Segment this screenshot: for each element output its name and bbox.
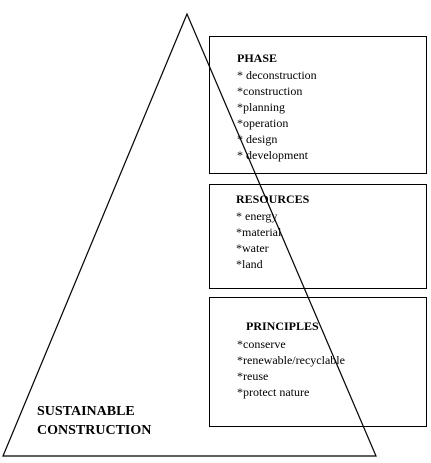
resources-box: RESOURCES * energy *material *water *lan… — [209, 184, 427, 289]
principles-item: *renewable/recyclable — [237, 353, 345, 367]
pyramid-label: SUSTAINABLE CONSTRUCTION — [37, 402, 151, 440]
resources-item: *material — [236, 225, 282, 239]
phase-title: PHASE — [237, 51, 278, 65]
pyramid-outline — [2, 12, 377, 457]
phase-item: * development — [237, 148, 308, 162]
pyramid-label-line1: SUSTAINABLE — [37, 404, 135, 419]
resources-title: RESOURCES — [236, 192, 310, 206]
principles-box: PRINCIPLES *conserve *renewable/recyclab… — [209, 297, 427, 427]
resources-item: * energy — [236, 209, 278, 223]
resources-item: *water — [236, 241, 269, 255]
phase-box: PHASE * deconstruction *construction *pl… — [209, 36, 427, 174]
pyramid-label-line2: CONSTRUCTION — [37, 423, 152, 438]
phase-item: *operation — [237, 116, 289, 130]
principles-item: *protect nature — [237, 385, 310, 399]
resources-item: *land — [236, 257, 263, 271]
phase-item: *construction — [237, 84, 303, 98]
phase-item: *planning — [237, 100, 285, 114]
principles-item: *reuse — [237, 369, 269, 383]
phase-item: * design — [237, 132, 278, 146]
principles-title: PRINCIPLES — [246, 319, 319, 333]
phase-item: * deconstruction — [237, 68, 317, 82]
principles-item: *conserve — [237, 337, 286, 351]
